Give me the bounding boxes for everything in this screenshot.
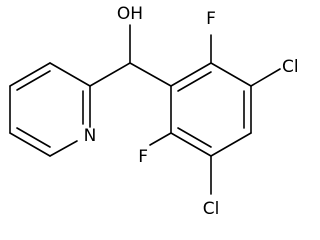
bond bbox=[49, 140, 78, 157]
fluorine-label-top: F bbox=[206, 9, 216, 29]
bond bbox=[210, 132, 252, 157]
benzene-ring bbox=[170, 62, 252, 157]
bond bbox=[149, 132, 172, 146]
bond bbox=[210, 62, 252, 87]
chlorine-label-bottom: Cl bbox=[203, 199, 220, 219]
molecule-drawing: OH F Cl N F Cl bbox=[9, 4, 299, 219]
bond bbox=[170, 62, 212, 87]
structure-diagram: OH F Cl N F Cl bbox=[9, 4, 299, 219]
bond bbox=[170, 132, 212, 157]
double-bond-line bbox=[177, 127, 212, 148]
pyridine-ring bbox=[9, 62, 91, 157]
nitrogen-label: N bbox=[84, 126, 97, 146]
bond bbox=[49, 62, 91, 87]
double-bond-line bbox=[16, 70, 51, 91]
double-bond-line bbox=[16, 127, 51, 148]
bond bbox=[89, 62, 131, 87]
fluorine-label-bottom: F bbox=[138, 147, 148, 167]
bond bbox=[9, 62, 51, 87]
chlorine-label-top: Cl bbox=[282, 57, 299, 77]
bond bbox=[129, 62, 172, 87]
hydroxyl-label: OH bbox=[117, 4, 143, 24]
bond bbox=[250, 68, 281, 87]
double-bond-line bbox=[177, 71, 212, 92]
bond bbox=[9, 132, 51, 157]
